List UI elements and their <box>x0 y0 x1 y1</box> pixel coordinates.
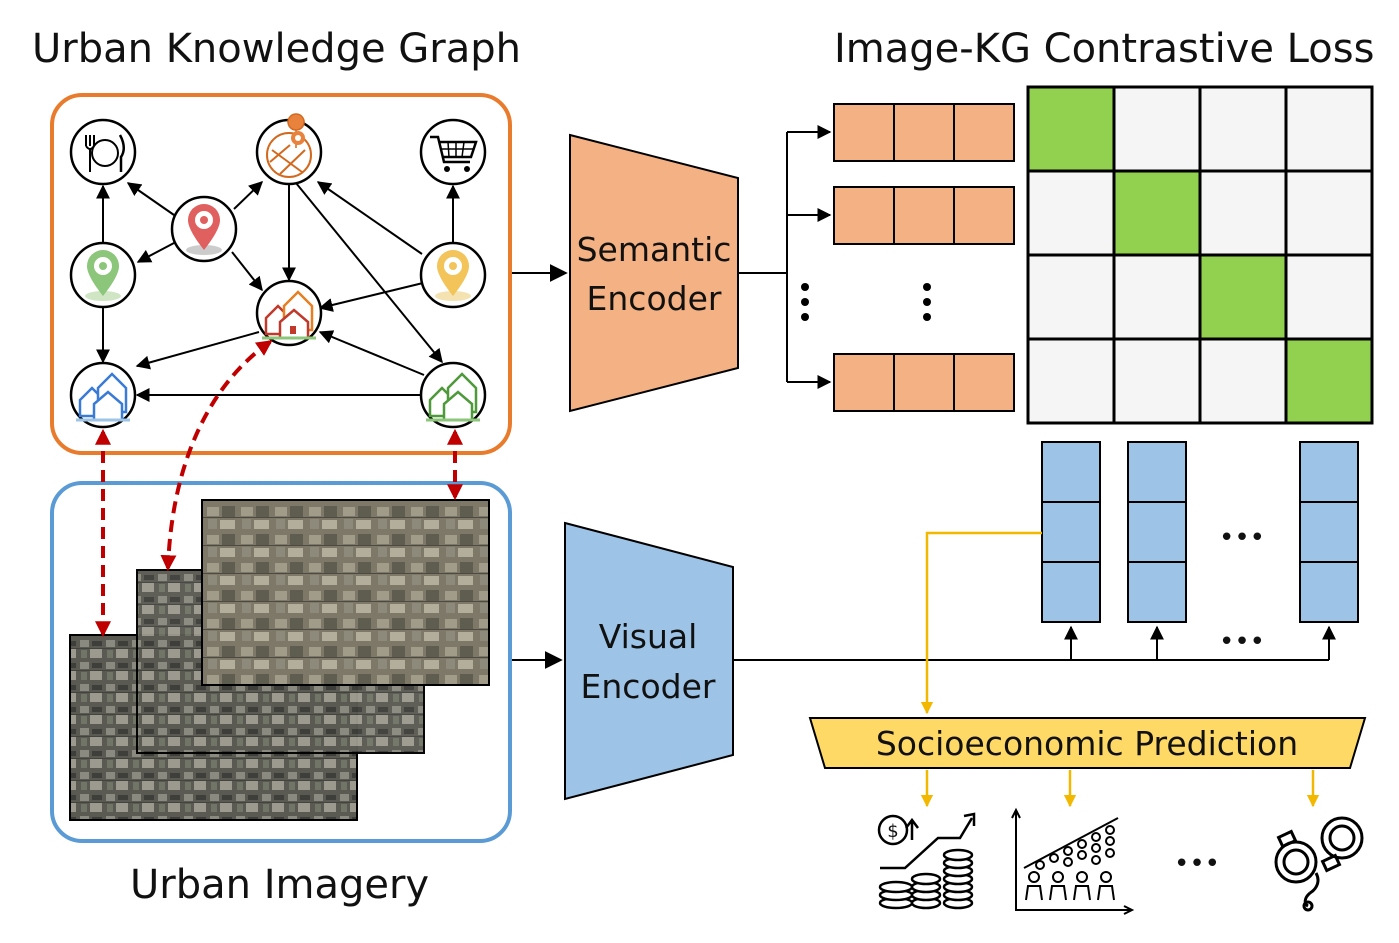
socioeconomic-prediction-box <box>808 717 1367 769</box>
visual-embedding <box>1041 441 1101 623</box>
handcuffs-icon <box>1274 816 1364 912</box>
visual-embedding <box>1127 441 1187 623</box>
visual-encoder <box>564 521 734 801</box>
location-area-icon <box>255 113 323 186</box>
camera-pin-icon <box>170 195 238 263</box>
semantic-encoder-label: Semantic <box>577 230 732 269</box>
urban-imagery-panel <box>50 481 512 843</box>
matrix-cell <box>1026 253 1116 341</box>
matrix-cell <box>1284 253 1374 341</box>
matrix-cell <box>1026 169 1116 257</box>
prediction-output-arrows <box>920 770 1320 808</box>
title-contrastive-loss: Image-KG Contrastive Loss <box>834 26 1374 72</box>
title-urban-knowledge-graph: Urban Knowledge Graph <box>32 26 521 72</box>
population-chart-icon <box>1011 807 1135 915</box>
camera-pin-icon <box>69 241 137 309</box>
restaurant-icon <box>69 118 137 186</box>
houses-icon <box>255 279 323 347</box>
semantic-embedding <box>833 353 1015 412</box>
semantic-encoder-label: Encoder <box>587 279 722 318</box>
matrix-cell <box>1112 337 1202 425</box>
similarity-matrix <box>1026 85 1374 425</box>
semantic-embedding <box>833 186 1015 245</box>
matrix-cell-positive <box>1112 169 1202 257</box>
matrix-cell <box>1284 169 1374 257</box>
income-currency-symbol: $ <box>887 821 898 842</box>
ellipsis-outputs: ••• <box>1174 849 1220 879</box>
matrix-cell <box>1026 337 1116 425</box>
satellite-image <box>201 499 490 686</box>
houses-icon <box>69 361 137 429</box>
matrix-cell-positive <box>1284 337 1374 425</box>
embedding-to-prediction-arrow <box>920 531 1042 715</box>
visual-embedding <box>1299 441 1359 623</box>
income-coins-icon: $ <box>877 812 976 910</box>
vertical-ellipsis <box>801 283 931 321</box>
shopping-cart-icon <box>419 118 487 186</box>
visual-fanout <box>733 625 1336 661</box>
ellipsis-arrows: ••• <box>1219 627 1265 657</box>
matrix-cell <box>1112 253 1202 341</box>
matrix-cell <box>1198 169 1288 257</box>
matrix-cell <box>1198 337 1288 425</box>
title-urban-imagery: Urban Imagery <box>130 862 429 908</box>
camera-pin-icon <box>419 241 487 309</box>
matrix-cell-positive <box>1026 85 1116 173</box>
houses-icon <box>419 361 487 429</box>
socioeconomic-prediction-label: Socioeconomic Prediction <box>876 724 1298 763</box>
semantic-embedding <box>833 103 1015 162</box>
visual-encoder-label: Visual <box>599 617 698 656</box>
semantic-fanout <box>738 125 832 389</box>
alignment-arrows <box>95 340 463 638</box>
ellipsis-embeddings: ••• <box>1219 523 1265 553</box>
matrix-cell-positive <box>1198 253 1288 341</box>
knowledge-graph-panel <box>50 93 512 455</box>
semantic-encoder <box>569 133 739 413</box>
matrix-cell <box>1284 85 1374 173</box>
matrix-cell <box>1198 85 1288 173</box>
matrix-cell <box>1112 85 1202 173</box>
visual-encoder-label: Encoder <box>581 667 716 706</box>
